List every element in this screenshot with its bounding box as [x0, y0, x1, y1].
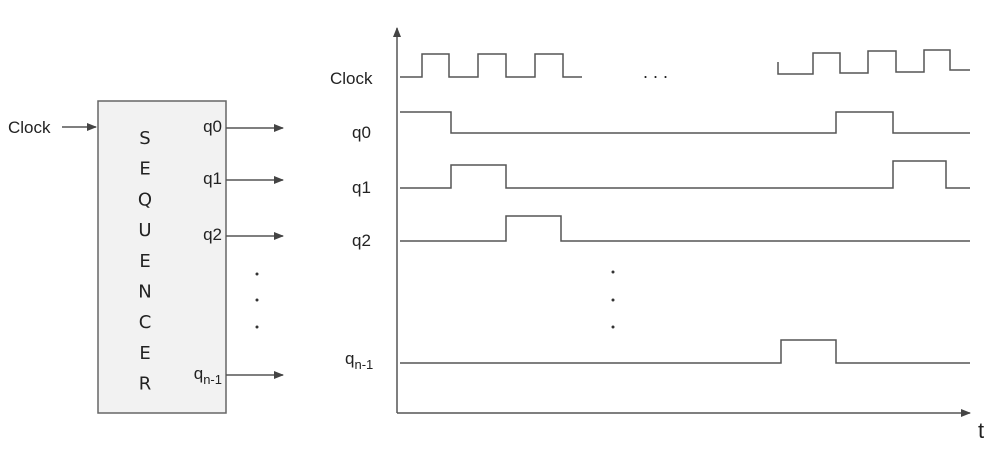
- q2-waveform: [400, 215, 970, 242]
- sequencer-letter: R: [139, 374, 152, 395]
- q0-waveform: [400, 111, 970, 134]
- qn-1-label: qn-1: [345, 349, 373, 372]
- clock-waveform-start: [400, 53, 582, 78]
- q1-label: q1: [352, 178, 371, 197]
- sequencer-letter: E: [139, 159, 150, 180]
- sequencer-letter: E: [139, 251, 150, 272]
- output-label: q1: [203, 169, 222, 188]
- clock-input-label: Clock: [8, 118, 51, 137]
- sequencer-letter: E: [139, 343, 150, 364]
- sequencer-outputs: q0 q1 q2 qn-1: [194, 117, 284, 387]
- q2-label: q2: [352, 231, 371, 250]
- signal-ellipsis: [611, 270, 615, 329]
- sequencer-letter: S: [139, 128, 150, 149]
- output-label: q0: [203, 117, 222, 136]
- q0-label: q0: [352, 123, 371, 142]
- qn-1-waveform: [400, 339, 970, 364]
- clock-gap-ellipsis: . . .: [643, 62, 668, 82]
- output-label: q2: [203, 225, 222, 244]
- sequencer-block: [97, 100, 227, 414]
- sequencer-letter: N: [138, 282, 151, 303]
- clock-label: Clock: [330, 69, 373, 88]
- sequencer-letter: Q: [138, 189, 152, 210]
- output-ellipsis: [255, 272, 259, 329]
- sequencer-letter: U: [138, 220, 151, 241]
- sequencer-letter: C: [139, 312, 152, 333]
- time-axis-label: t: [978, 418, 984, 443]
- clock-waveform-end: [777, 49, 970, 75]
- q1-waveform: [400, 160, 970, 189]
- output-label: qn-1: [194, 364, 222, 387]
